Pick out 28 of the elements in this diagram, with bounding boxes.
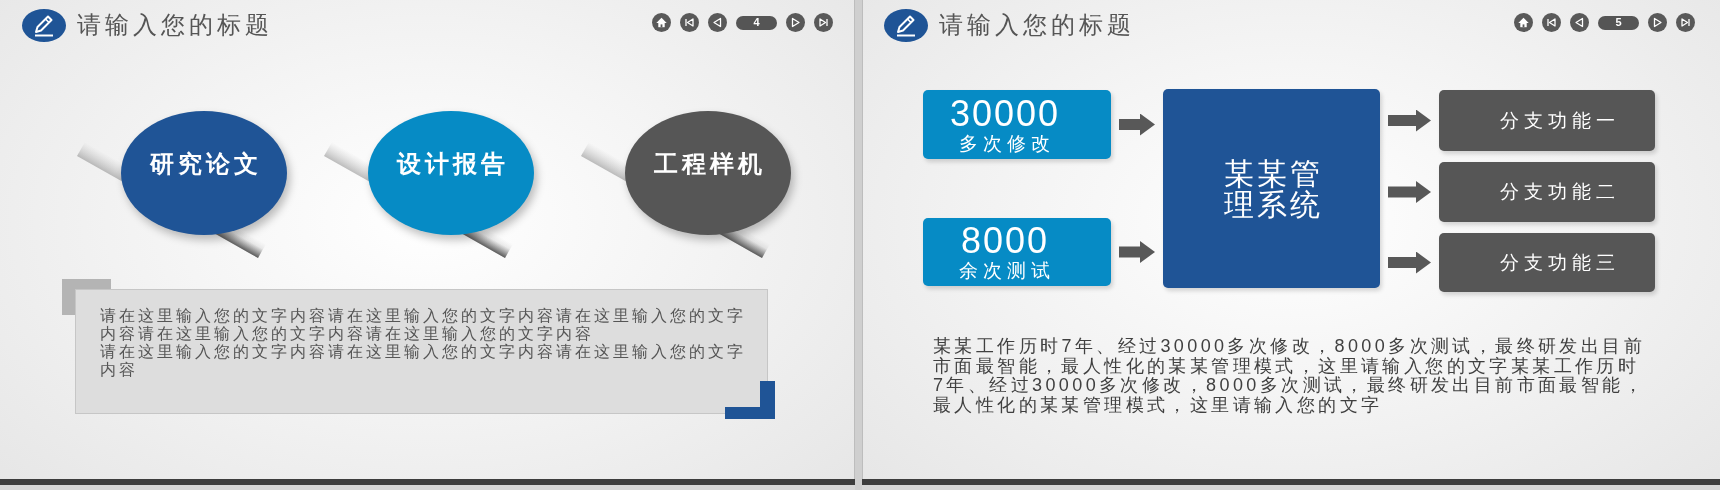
branch-label: 分支功能三 bbox=[1500, 250, 1620, 275]
stat-box bbox=[923, 90, 1111, 159]
system-title: 某某管理系统 bbox=[1222, 157, 1324, 220]
branch-box bbox=[1439, 162, 1655, 222]
text-panel bbox=[75, 289, 768, 414]
topic-title: 设计报告 bbox=[397, 150, 509, 178]
arrow bbox=[1388, 181, 1431, 203]
branch-box bbox=[1439, 233, 1655, 292]
system-box bbox=[1163, 89, 1380, 288]
topic-title: 工程样机 bbox=[654, 150, 766, 178]
arrow bbox=[1388, 109, 1431, 132]
branch-box bbox=[1439, 90, 1655, 151]
branch-label: 分支功能二 bbox=[1500, 180, 1620, 204]
stat-number: 8000 bbox=[959, 222, 1050, 260]
arrow bbox=[1119, 113, 1155, 136]
description-text: 某某工作历时7年、经过30000多次修改，8000多次测试，最终研发出目前市面最智能，最人性化的某某管理模式，这里请输入您的文字某某工作历时7年、经过30000多次修改，8000多次测试，最终研发出目前市面最智能，最人性化的某某管理模式，这里请输入您的文字 bbox=[933, 337, 1646, 415]
slide-title: 请输入您的标题 bbox=[77, 10, 273, 40]
slide-title: 请输入您的标题 bbox=[939, 10, 1135, 40]
arrow bbox=[1388, 251, 1431, 274]
body-paragraph: 请在这里输入您的文字内容请在这里输入您的文字内容请在这里输入您的文字内容 bbox=[100, 343, 747, 379]
stat-caption: 余次测试 bbox=[957, 260, 1055, 282]
stat-box bbox=[923, 218, 1111, 286]
arrow bbox=[1119, 241, 1155, 263]
body-paragraph: 请在这里输入您的文字内容请在这里输入您的文字内容请在这里输入您的文字内容请在这里输入您的文字内容请在这里输入您的文字内容 bbox=[100, 307, 747, 343]
stat-caption: 多次修改 bbox=[957, 132, 1055, 155]
topic-title: 研究论文 bbox=[150, 150, 262, 178]
branch-label: 分支功能一 bbox=[1500, 108, 1620, 133]
stat-number: 30000 bbox=[948, 94, 1061, 133]
